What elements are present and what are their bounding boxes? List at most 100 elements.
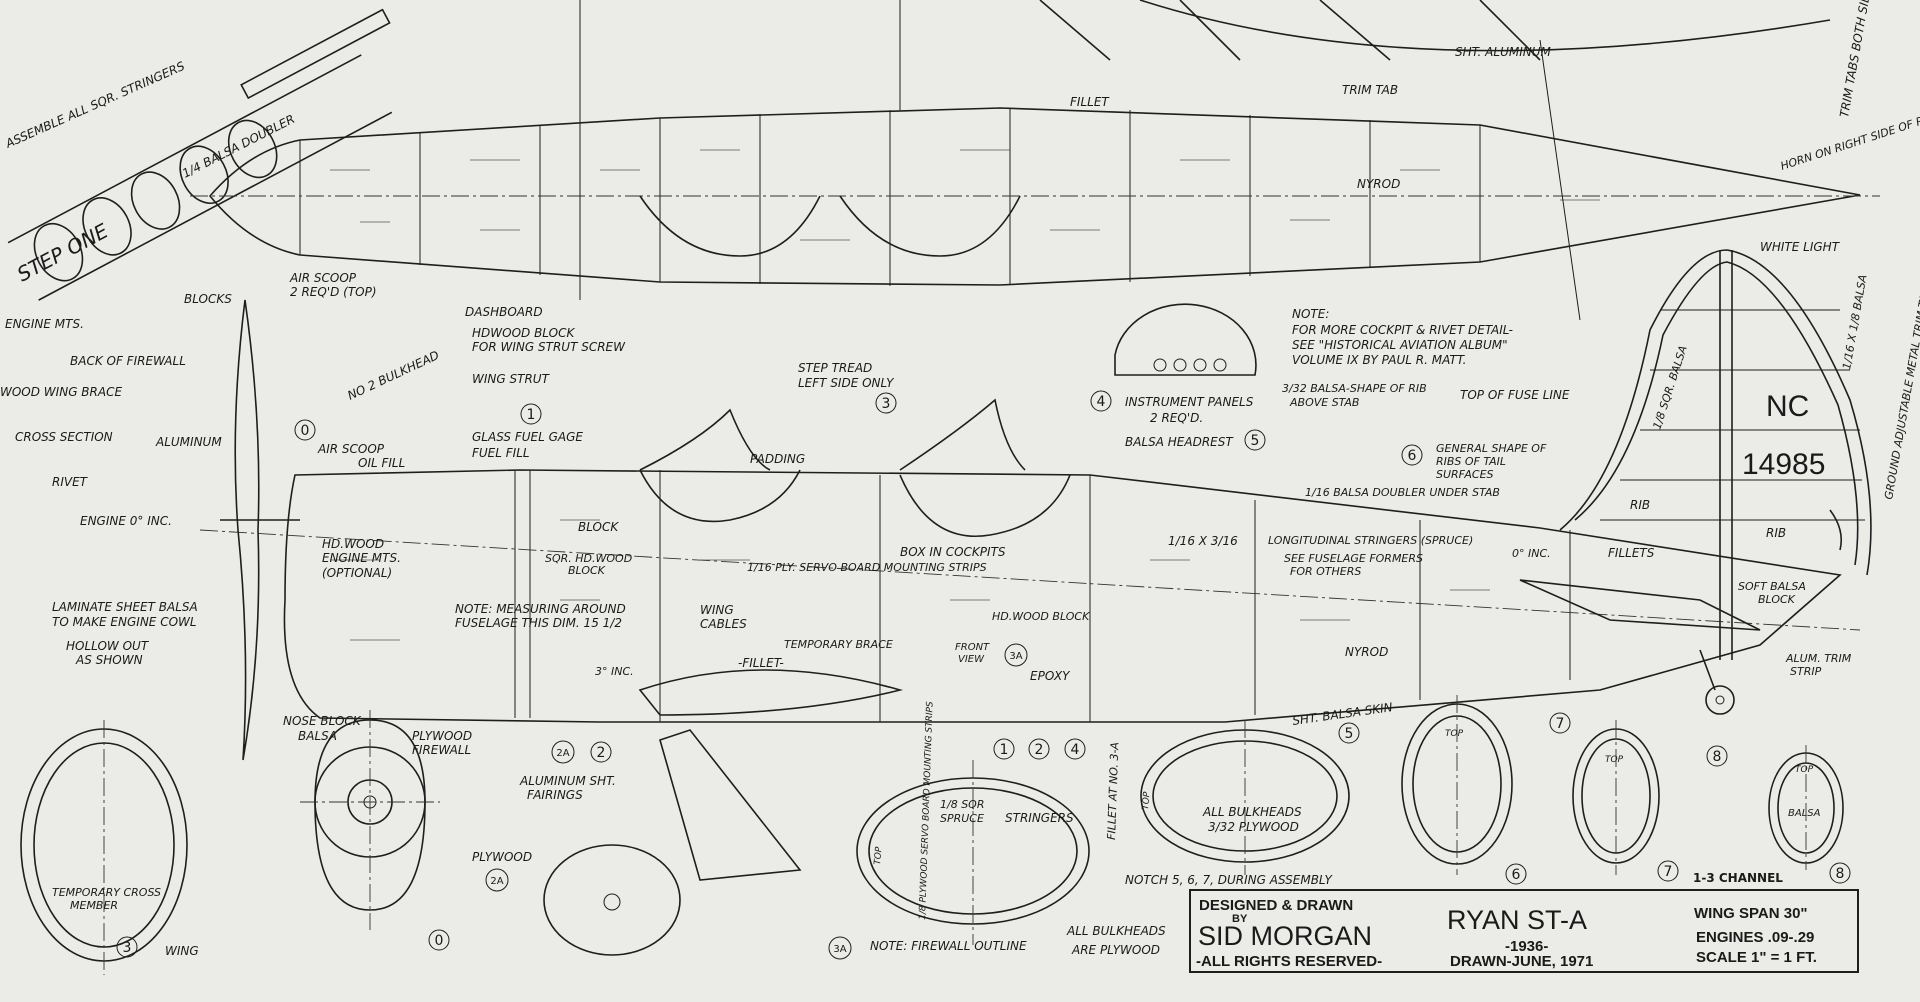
drawn-date: DRAWN-JUNE, 1971	[1450, 953, 1593, 970]
label: FUSELAGE THIS DIM. 15 1/2	[455, 616, 622, 630]
label: HOLLOW OUT	[66, 639, 150, 653]
label: PLYWOOD	[412, 729, 472, 743]
fuselage-side-view	[199, 398, 1861, 723]
label: TO MAKE ENGINE COWL	[52, 615, 197, 629]
label: STRINGERS	[1005, 811, 1074, 825]
propeller	[220, 299, 300, 761]
station-number: 2A	[556, 748, 569, 759]
station-number: 2	[1035, 742, 1044, 758]
label: BALSA	[1788, 808, 1821, 819]
model-name: RYAN ST-A	[1447, 905, 1587, 935]
label: BALSA HEADREST	[1125, 435, 1234, 449]
designed-label: DESIGNED & DRAWN	[1199, 897, 1353, 914]
label: INSTRUMENT PANELS	[1125, 395, 1254, 409]
label: 1/16 X 1/8 BALSA	[1840, 274, 1869, 371]
label: ALL BULKHEADS	[1066, 924, 1166, 938]
label: ALUMINUM SHT.	[519, 774, 616, 788]
label: (OPTIONAL)	[322, 566, 392, 580]
rights-reserved: -ALL RIGHTS RESERVED-	[1196, 953, 1382, 970]
label: HD.WOOD BLOCK	[992, 610, 1090, 623]
label: 2 REQ'D (TOP)	[290, 285, 377, 299]
station-number: 3A	[833, 944, 846, 955]
label: FILLET AT NO. 3-A	[1105, 742, 1121, 840]
label: NOTCH 5, 6, 7, DURING ASSEMBLY	[1125, 873, 1333, 887]
label: CABLES	[700, 617, 747, 631]
label: SHT. BALSA SKIN	[1291, 700, 1393, 728]
station-number: 1	[527, 407, 536, 423]
label: FAIRINGS	[527, 788, 583, 802]
label: 1-3 CHANNEL	[1693, 871, 1783, 885]
label: TOP	[1445, 729, 1464, 739]
label: 3° INC.	[595, 665, 634, 678]
station-number: 6	[1512, 867, 1521, 883]
label: BACK OF FIREWALL	[70, 354, 186, 368]
label: SURFACES	[1436, 468, 1494, 481]
label: SEE FUSELAGE FORMERS	[1284, 552, 1423, 565]
label: TEMPORARY BRACE	[784, 638, 893, 651]
station-number: 4	[1097, 394, 1106, 410]
label: SPRUCE	[940, 812, 984, 825]
label: TOP	[1141, 791, 1153, 810]
label: RIVET	[52, 475, 89, 489]
label: BLOCK	[578, 520, 619, 534]
label: WOOD WING BRACE	[0, 385, 122, 399]
station-number: 0	[301, 423, 310, 439]
label: DASHBOARD	[465, 305, 543, 319]
registration-line-1: NC	[1766, 390, 1809, 423]
label: FRONT	[955, 642, 990, 653]
label: ENGINE MTS.	[322, 551, 401, 565]
station-number: 3	[123, 940, 132, 956]
label: GLASS FUEL GAGE	[472, 430, 583, 444]
station-number: 8	[1713, 749, 1722, 765]
label: NO 2 BULKHEAD	[345, 348, 441, 403]
label: WHITE LIGHT	[1760, 240, 1841, 254]
label: 3/32 PLYWOOD	[1208, 820, 1299, 834]
label: WING	[165, 944, 199, 958]
label: AIR SCOOP	[289, 271, 357, 285]
label: BOX IN COCKPITS	[900, 545, 1006, 559]
designer-name: SID MORGAN	[1198, 921, 1372, 951]
nose-block	[300, 710, 440, 930]
label: FOR OTHERS	[1290, 565, 1361, 578]
engines: ENGINES .09-.29	[1696, 929, 1814, 946]
station-number: 4	[1071, 742, 1080, 758]
label: 0° INC.	[1512, 547, 1551, 560]
by-label: BY	[1232, 913, 1248, 925]
label: TOP	[1605, 755, 1624, 765]
label: NOTE: FIREWALL OUTLINE	[870, 939, 1027, 953]
label: RIBS OF TAIL	[1436, 455, 1506, 468]
label: NYROD	[1357, 177, 1400, 191]
registration-line-2: 14985	[1742, 448, 1825, 481]
label: AIR SCOOP	[317, 442, 385, 456]
label: AS SHOWN	[75, 653, 143, 667]
station-number: 2A	[490, 876, 503, 887]
label: NOSE BLOCK	[283, 714, 362, 728]
label: NOTE:	[1292, 307, 1329, 321]
fuselage-top-view	[190, 0, 1880, 321]
label: CROSS SECTION	[15, 430, 113, 444]
label: WING STRUT	[472, 372, 551, 386]
label: 1/8 PLYWOOD SERVO BOARD MOUNTING STRIPS	[918, 701, 936, 920]
label: FILLETS	[1608, 546, 1655, 560]
wing-span: WING SPAN 30"	[1694, 905, 1808, 922]
label: -FILLET-	[738, 656, 784, 670]
station-number: 3	[882, 396, 891, 412]
label: TEMPORARY CROSS	[52, 886, 161, 899]
label: RIB	[1766, 526, 1786, 540]
station-number: 5	[1251, 433, 1260, 449]
label: GENERAL SHAPE OF	[1436, 442, 1547, 455]
label: STRIP	[1790, 665, 1822, 678]
label: 1/16 PLY. SERVO BOARD MOUNTING STRIPS	[747, 561, 987, 574]
label: 3/32 BALSA-SHAPE OF RIB	[1282, 382, 1427, 395]
station-number: 7	[1556, 716, 1565, 732]
label: ASSEMBLE ALL SQR. STRINGERS	[3, 59, 187, 151]
model-year: -1936-	[1505, 938, 1548, 955]
station-number: 2	[597, 745, 606, 761]
scale: SCALE 1" = 1 FT.	[1696, 949, 1817, 966]
station-number: 0	[435, 933, 444, 949]
label: 1/16 BALSA DOUBLER UNDER STAB	[1305, 486, 1500, 499]
label: STEP ONE	[13, 218, 112, 286]
label: FIREWALL	[412, 743, 471, 757]
label: WING	[700, 603, 734, 617]
